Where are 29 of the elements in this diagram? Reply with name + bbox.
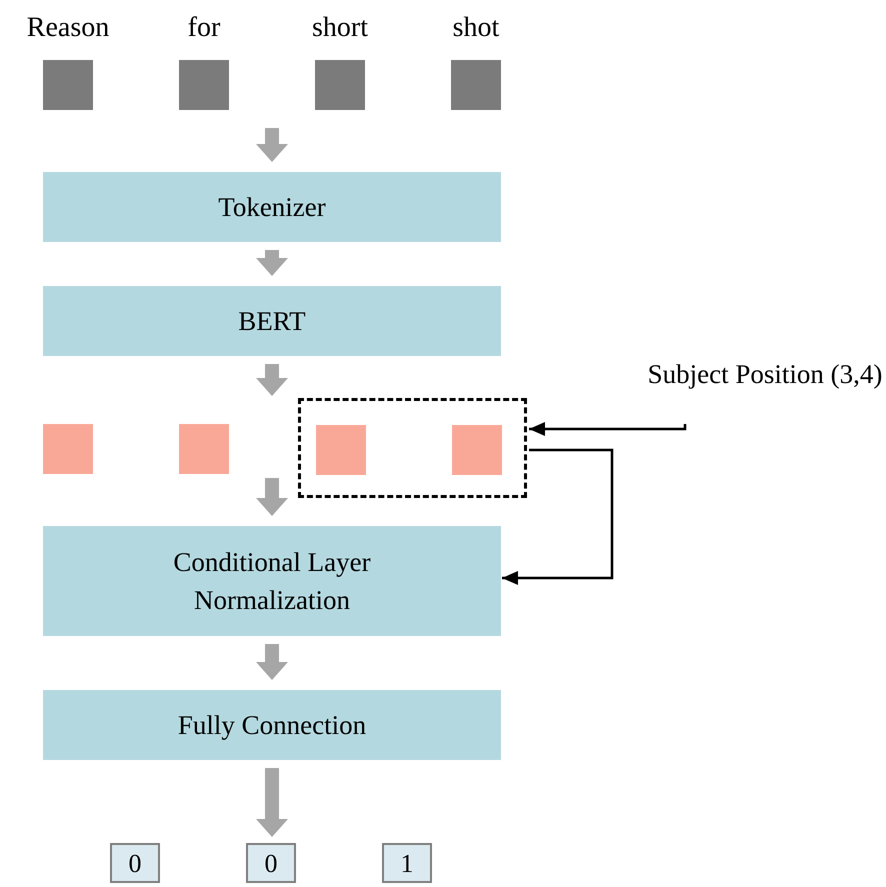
process-box: Tokenizer bbox=[43, 172, 501, 242]
vector-square bbox=[43, 424, 93, 474]
token-square bbox=[451, 60, 501, 110]
block-arrow bbox=[256, 250, 288, 276]
block-arrow bbox=[256, 364, 288, 396]
word-label: shot bbox=[452, 12, 500, 44]
process-box: BERT bbox=[43, 286, 501, 356]
block-arrow bbox=[256, 768, 288, 837]
block-arrow bbox=[256, 128, 288, 162]
vector-square bbox=[179, 424, 229, 474]
process-box: Fully Connection bbox=[43, 690, 501, 760]
block-arrow bbox=[256, 644, 288, 680]
vector-square bbox=[452, 425, 502, 475]
word-label: short bbox=[311, 12, 369, 44]
process-box: Conditional Layer Normalization bbox=[43, 526, 501, 636]
vector-square bbox=[316, 425, 366, 475]
word-label: for bbox=[186, 12, 222, 44]
output-box: 1 bbox=[382, 843, 432, 883]
arrow bbox=[502, 448, 614, 585]
word-label: Reason bbox=[26, 12, 110, 44]
token-square bbox=[43, 60, 93, 110]
dashed-selection-box bbox=[298, 398, 527, 498]
arrow bbox=[529, 422, 686, 436]
output-box: 0 bbox=[246, 843, 296, 883]
output-box: 0 bbox=[110, 843, 160, 883]
token-square bbox=[315, 60, 365, 110]
block-arrow bbox=[256, 478, 288, 516]
annotation-text: Subject Position (3,4) bbox=[645, 358, 885, 424]
token-square bbox=[179, 60, 229, 110]
